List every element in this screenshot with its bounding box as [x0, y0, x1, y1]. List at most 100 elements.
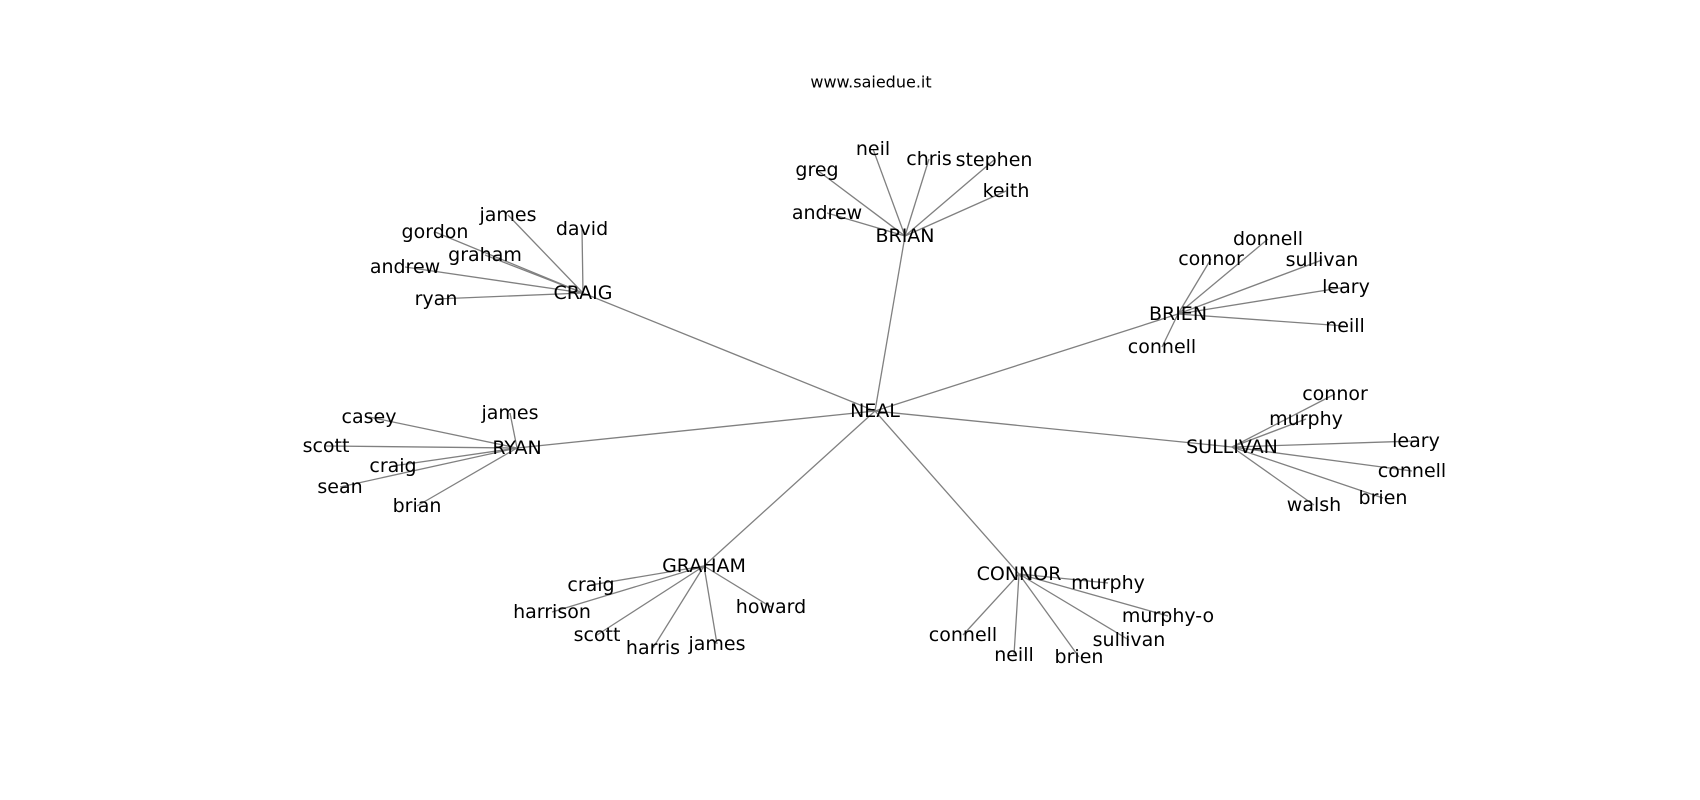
- edge-root-brien: [874, 313, 1179, 412]
- node-leaf: neill: [994, 644, 1034, 666]
- edge-root-sullivan: [874, 410, 1233, 448]
- edge-craig-3: [484, 254, 584, 294]
- edge-sullivan-3: [1231, 446, 1413, 472]
- node-leaf: craig: [567, 574, 614, 596]
- edge-brian-5: [826, 212, 906, 237]
- edge-ryan-3: [392, 447, 518, 467]
- node-leaf: greg: [795, 159, 838, 181]
- edge-brian-3: [904, 159, 995, 237]
- edges-layer: [325, 148, 1417, 658]
- node-leaf: ryan: [415, 288, 458, 310]
- node-leaf: brien: [1359, 487, 1408, 509]
- node-hub-brien: BRIEN: [1149, 303, 1207, 325]
- edge-root-ryan: [516, 410, 876, 449]
- node-leaf: connor: [1178, 248, 1244, 270]
- node-leaf: connell: [929, 624, 997, 646]
- edge-sullivan-1: [1231, 418, 1307, 448]
- node-leaf: andrew: [370, 256, 440, 278]
- edge-ryan-4: [339, 447, 518, 488]
- node-leaf: murphy: [1269, 408, 1343, 430]
- edge-ryan-5: [416, 447, 518, 507]
- edge-graham-1: [551, 565, 705, 613]
- node-hub-connor: CONNOR: [977, 563, 1062, 585]
- node-hub-brian: BRIAN: [875, 225, 934, 247]
- edge-root-brian: [874, 235, 906, 412]
- node-leaf: scott: [303, 435, 350, 457]
- node-leaf: neil: [856, 138, 890, 160]
- edge-brian-1: [872, 148, 906, 237]
- edge-brien-3: [1177, 286, 1347, 315]
- node-leaf: sullivan: [1286, 249, 1359, 271]
- edge-brian-4: [904, 190, 1007, 237]
- edge-brian-0: [816, 169, 906, 237]
- node-leaf: murphy: [1071, 572, 1145, 594]
- edge-graham-0: [590, 565, 705, 586]
- node-leaf: keith: [983, 180, 1030, 202]
- edge-connor-0: [1018, 573, 1109, 584]
- edge-graham-3: [596, 565, 705, 636]
- edge-graham-2: [703, 565, 772, 608]
- node-leaf: harris: [626, 637, 680, 659]
- node-leaf: craig: [369, 455, 416, 477]
- edge-ryan-2: [325, 445, 518, 449]
- edge-craig-0: [507, 214, 584, 294]
- edge-sullivan-4: [1231, 446, 1384, 499]
- edge-connor-4: [1013, 573, 1020, 656]
- node-root: NEAL: [850, 400, 900, 422]
- node-leaf: james: [687, 633, 745, 655]
- node-hub-graham: GRAHAM: [662, 555, 746, 577]
- edge-root-craig: [582, 292, 876, 412]
- node-leaf: casey: [342, 406, 397, 428]
- node-hub-sullivan: SULLIVAN: [1186, 436, 1278, 458]
- node-leaf: howard: [736, 596, 806, 618]
- node-leaf: walsh: [1287, 494, 1341, 516]
- graph-title: www.saiedue.it: [810, 73, 931, 92]
- node-leaf: brian: [393, 495, 442, 517]
- edge-sullivan-5: [1231, 446, 1315, 506]
- node-leaf: connell: [1128, 336, 1196, 358]
- node-leaf: neill: [1325, 315, 1365, 337]
- edge-root-graham: [703, 410, 876, 567]
- node-leaf: graham: [448, 244, 522, 266]
- edge-brien-5: [1161, 313, 1179, 348]
- edge-craig-1: [581, 228, 584, 294]
- node-leaf: sean: [317, 476, 362, 498]
- node-leaf: stephen: [956, 149, 1033, 171]
- node-leaf: brien: [1055, 646, 1104, 668]
- edge-connor-2: [1018, 573, 1130, 641]
- edge-brien-1: [1177, 258, 1212, 315]
- node-leaf: donnell: [1233, 228, 1303, 250]
- node-leaf: gordon: [402, 221, 469, 243]
- edge-brian-2: [904, 158, 930, 237]
- edge-sullivan-2: [1231, 440, 1417, 448]
- node-leaf: leary: [1322, 276, 1370, 298]
- edge-ryan-1: [509, 412, 518, 449]
- node-leaf: andrew: [792, 202, 862, 224]
- edge-sullivan-0: [1231, 393, 1336, 448]
- edge-craig-4: [404, 266, 584, 294]
- edge-ryan-0: [368, 416, 518, 449]
- edge-graham-5: [703, 565, 718, 645]
- edge-brien-0: [1177, 238, 1269, 315]
- node-leaf: connell: [1378, 460, 1446, 482]
- edge-brien-2: [1177, 259, 1323, 315]
- node-leaf: james: [478, 204, 536, 226]
- node-leaf: chris: [906, 148, 951, 170]
- edge-connor-1: [1018, 573, 1169, 617]
- edge-connor-5: [962, 573, 1020, 636]
- edge-craig-5: [435, 292, 584, 300]
- node-leaf: harrison: [513, 601, 591, 623]
- edge-graham-4: [652, 565, 705, 649]
- node-leaf: leary: [1392, 430, 1440, 452]
- edge-brien-4: [1177, 313, 1346, 327]
- edge-root-connor: [874, 410, 1020, 575]
- node-hub-ryan: RYAN: [492, 437, 541, 459]
- node-leaf: david: [556, 218, 608, 240]
- node-leaf: james: [480, 402, 538, 424]
- node-leaf: murphy-o: [1122, 605, 1214, 627]
- node-leaf: connor: [1302, 383, 1368, 405]
- edge-connor-3: [1018, 573, 1080, 658]
